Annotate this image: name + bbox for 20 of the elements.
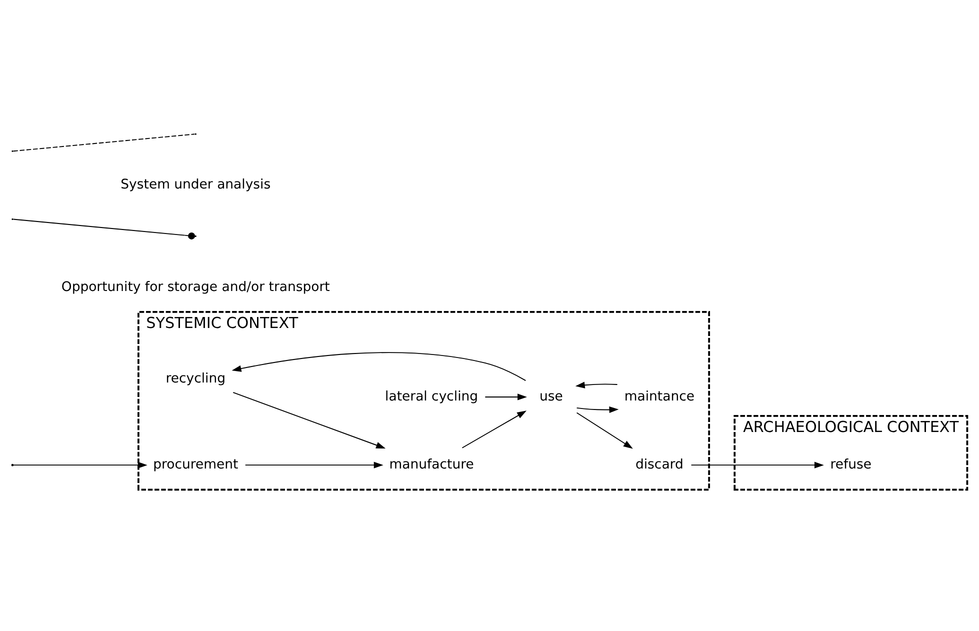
arrow (244, 462, 384, 468)
arrow (576, 406, 619, 414)
node-text: manufacture (389, 458, 474, 473)
node-text: procurement (153, 458, 238, 473)
arrow (12, 462, 148, 468)
arrow (462, 410, 527, 448)
node-text: use (539, 389, 563, 404)
arrow (232, 392, 386, 449)
node-text: discard (635, 458, 684, 473)
legend-label: Opportunity for storage and/or transport (61, 280, 330, 295)
arrow (232, 352, 526, 382)
arrow (690, 462, 824, 468)
arrow (575, 382, 618, 388)
arrow (484, 394, 527, 400)
arrow (576, 412, 633, 449)
node-text: lateral cycling (385, 389, 478, 404)
node-text: maintance (624, 389, 694, 404)
legend-label: System under analysis (120, 178, 271, 193)
node-text: recycling (166, 372, 226, 387)
node-text: refuse (830, 458, 872, 473)
